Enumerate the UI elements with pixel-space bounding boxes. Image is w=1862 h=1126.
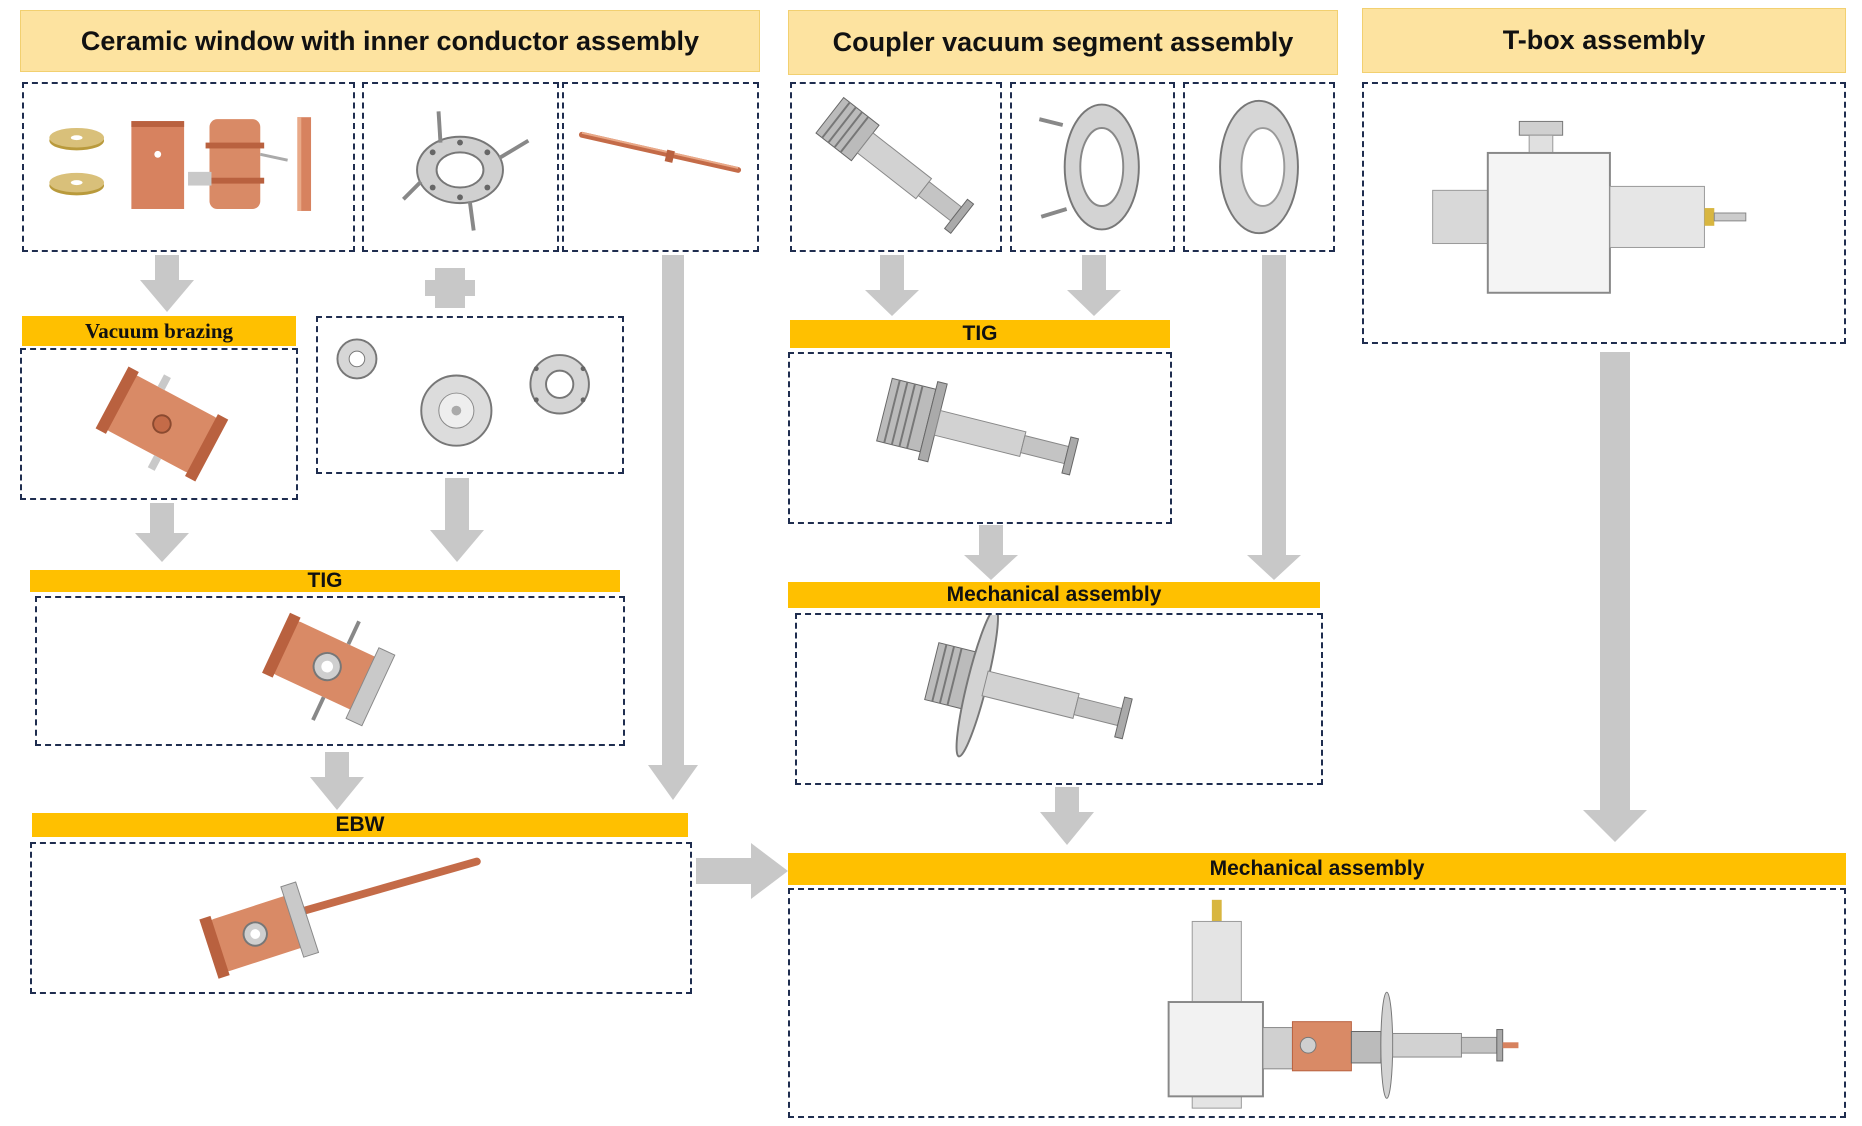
band-vacuum-brazing: Vacuum brazing	[22, 316, 296, 346]
arrow-tbox-to-final	[1583, 352, 1647, 842]
band-tig-right: TIG	[790, 320, 1170, 348]
final-assembly-illustration	[1167, 899, 1519, 1109]
band-ebw: EBW	[32, 813, 688, 837]
box-tbox	[1362, 82, 1846, 344]
box-tig-assembly	[35, 596, 625, 746]
arrow-bellow-to-tig	[865, 255, 919, 316]
header-ceramic: Ceramic window with inner conductor asse…	[20, 10, 760, 72]
box-mech-coupler	[795, 613, 1323, 785]
band-mech-assembly-final: Mechanical assembly	[788, 853, 1846, 885]
arrow-mech-to-final	[1040, 787, 1094, 845]
box-flange-part	[362, 82, 559, 252]
box-inner-rod	[562, 82, 759, 252]
box-ring	[1183, 82, 1335, 252]
plus-icon	[425, 268, 475, 308]
arrow-brazing-to-tig	[135, 503, 189, 562]
box-tig-coupler	[788, 352, 1172, 524]
box-brazed-body	[20, 348, 298, 500]
box-ebw-assembly	[30, 842, 692, 994]
band-mech-assembly-mid: Mechanical assembly	[788, 582, 1320, 608]
tig-assembly-illustration	[262, 612, 396, 727]
box-bellow-part	[790, 82, 1002, 252]
arrow-ebw-to-final	[696, 843, 788, 899]
arrow-rod-to-ebw	[648, 255, 698, 800]
arrow-flanges-to-tig	[430, 478, 484, 562]
tig-coupler-illustration	[876, 377, 1080, 476]
header-coupler: Coupler vacuum segment assembly	[788, 10, 1338, 75]
box-ceramic-parts	[22, 82, 355, 252]
box-outer-flange	[1010, 82, 1175, 252]
bellow-part-illustration	[815, 96, 975, 235]
arrow-tig-to-ebw	[310, 752, 364, 810]
brazed-body-illustration	[95, 366, 229, 482]
ceramic-parts-illustration	[49, 117, 312, 211]
box-final-assembly	[788, 888, 1846, 1118]
arrow-tig-to-mech	[964, 525, 1018, 580]
ring-illustration	[1219, 99, 1299, 235]
arrow-parts-to-brazing	[140, 255, 194, 312]
flange-illustration	[401, 111, 530, 231]
inner-rod-illustration	[578, 131, 742, 173]
tbox-illustration	[1432, 120, 1747, 294]
outer-flange-illustration	[1038, 103, 1140, 231]
ebw-assembly-illustration	[199, 857, 481, 979]
arrow-ring-to-mech	[1247, 255, 1301, 580]
box-flanges	[316, 316, 624, 474]
header-tbox: T-box assembly	[1362, 8, 1846, 73]
mech-coupler-illustration	[924, 615, 1133, 758]
flanges-illustration	[336, 338, 590, 447]
arrow-flange-to-tig	[1067, 255, 1121, 316]
band-tig-left: TIG	[30, 569, 620, 592]
